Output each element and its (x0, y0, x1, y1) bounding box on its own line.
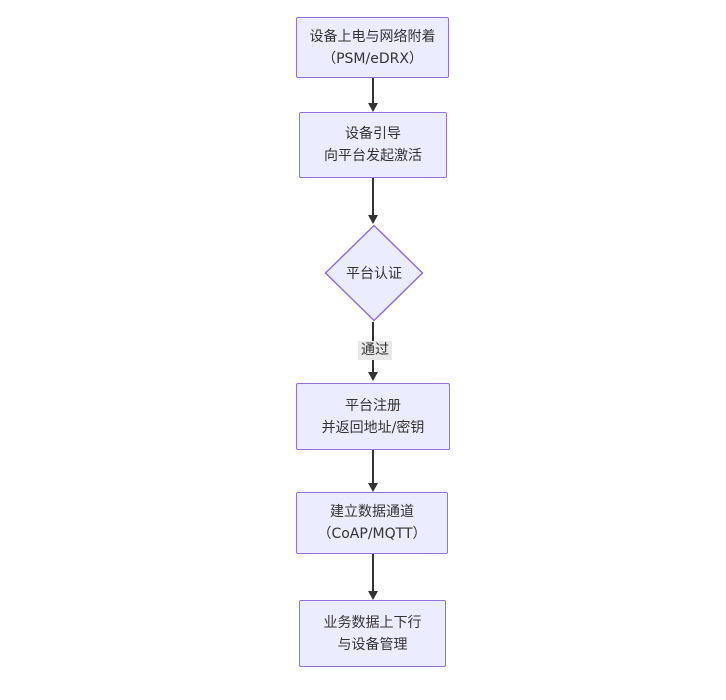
node-bootstrap: 设备引导 向平台发起激活 (299, 112, 447, 178)
arrow-channel-to-business-head (368, 591, 378, 600)
node-data-channel-line2: （CoAP/MQTT） (317, 526, 427, 542)
node-power-attach-line1: 设备上电与网络附着 (309, 28, 436, 45)
node-platform-register-line2: 并返回地址/密钥 (321, 419, 425, 436)
node-power-attach-line2: （PSM/eDRX） (322, 50, 423, 67)
decision-platform-auth: 平台认证 (324, 224, 424, 322)
edge-auth-to-register-head (368, 372, 378, 381)
node-data-channel: 建立数据通道 （CoAP/MQTT） (296, 492, 448, 554)
node-business-data-line1: 业务数据上下行 (323, 614, 422, 631)
arrow-channel-to-business-line (372, 554, 374, 592)
node-data-channel-line1: 建立数据通道 (330, 504, 414, 520)
node-bootstrap-line2: 向平台发起激活 (324, 148, 422, 164)
arrow-register-to-channel-line (372, 450, 374, 484)
decision-platform-auth-label: 平台认证 (346, 266, 402, 282)
node-bootstrap-line1: 设备引导 (345, 126, 401, 142)
node-business-data-line2: 与设备管理 (337, 636, 408, 653)
arrow-register-to-channel-head (368, 483, 378, 492)
diamond-shape (324, 224, 424, 322)
node-business-data: 业务数据上下行 与设备管理 (299, 600, 446, 667)
edge-label-pass: 通过 (358, 341, 392, 360)
node-platform-register-line1: 平台注册 (345, 397, 401, 414)
arrow-bootstrap-to-auth-head (368, 215, 378, 224)
arrow-power-to-bootstrap-head (368, 103, 378, 112)
node-power-attach: 设备上电与网络附着 （PSM/eDRX） (296, 17, 449, 78)
arrow-bootstrap-to-auth-line (372, 178, 374, 216)
node-platform-register: 平台注册 并返回地址/密钥 (296, 383, 450, 450)
arrow-power-to-bootstrap-line (372, 78, 374, 104)
